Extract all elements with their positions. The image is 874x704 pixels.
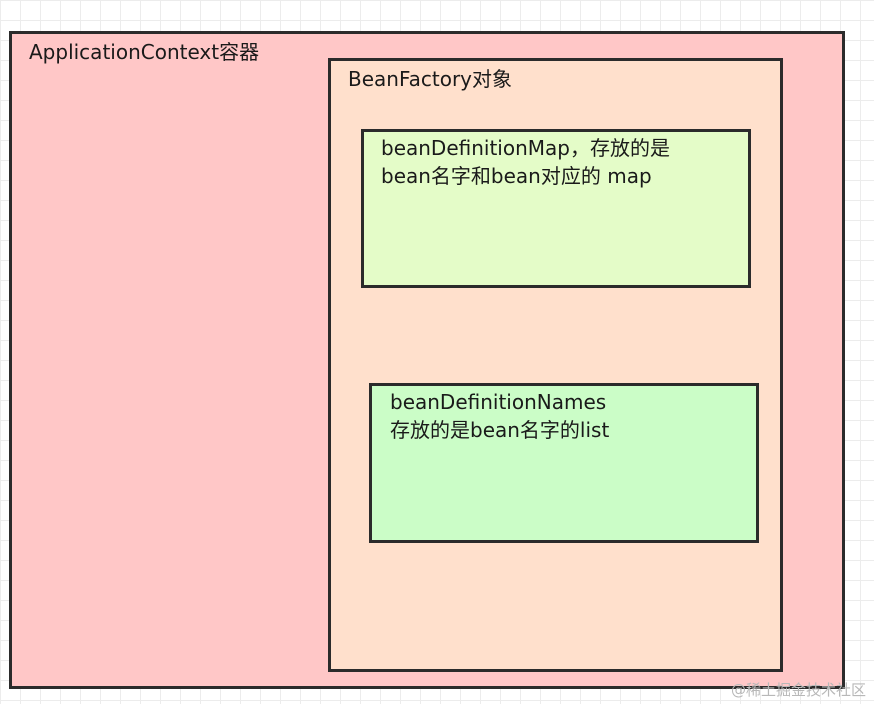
bean-definition-names-label: beanDefinitionNames 存放的是bean名字的list: [390, 388, 609, 444]
application-context-label: ApplicationContext容器: [29, 40, 260, 64]
bean-factory-label: BeanFactory对象: [348, 67, 513, 91]
bean-definition-map-line-2: bean名字和bean对应的 map: [381, 164, 652, 188]
bean-definition-map-box: beanDefinitionMap，存放的是 bean名字和bean对应的 ma…: [361, 129, 751, 288]
bean-definition-names-line-1: beanDefinitionNames: [390, 390, 607, 414]
watermark: @稀土掘金技术社区: [730, 681, 866, 699]
bean-definition-map-line-1: beanDefinitionMap，存放的是: [381, 136, 670, 160]
bean-definition-names-box: beanDefinitionNames 存放的是bean名字的list: [369, 383, 759, 543]
bean-definition-names-line-2: 存放的是bean名字的list: [390, 418, 610, 442]
bean-definition-map-label: beanDefinitionMap，存放的是 bean名字和bean对应的 ma…: [381, 134, 670, 190]
